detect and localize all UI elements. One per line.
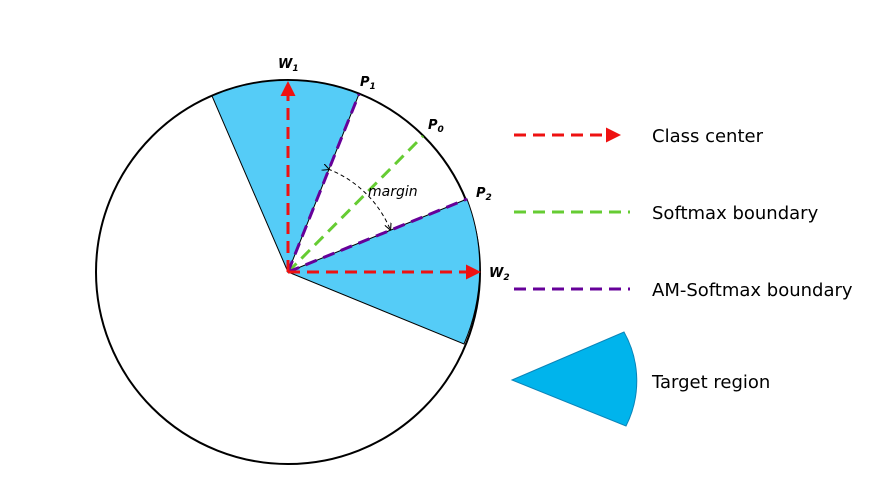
am-softmax-boundary-p2 — [287, 197, 468, 274]
margin-arc — [328, 169, 390, 229]
p1-label: P1 — [360, 75, 376, 92]
legend-target-region-label: Target region — [651, 372, 770, 393]
legend-softmax-boundary-label: Softmax boundary — [652, 203, 819, 224]
legend-target-region-swatch — [510, 331, 638, 427]
w1-label: W1 — [278, 57, 299, 74]
p0-label: P0 — [428, 118, 444, 135]
margin-label: margin — [368, 184, 418, 200]
legend: Class center Softmax boundary AM-Softmax… — [510, 126, 853, 427]
p2-label: P2 — [476, 186, 492, 203]
target-region-w1 — [211, 79, 360, 274]
legend-class-center-label: Class center — [652, 126, 764, 147]
w2-label: W2 — [489, 266, 510, 283]
legend-am-softmax-boundary-label: AM-Softmax boundary — [652, 280, 853, 301]
